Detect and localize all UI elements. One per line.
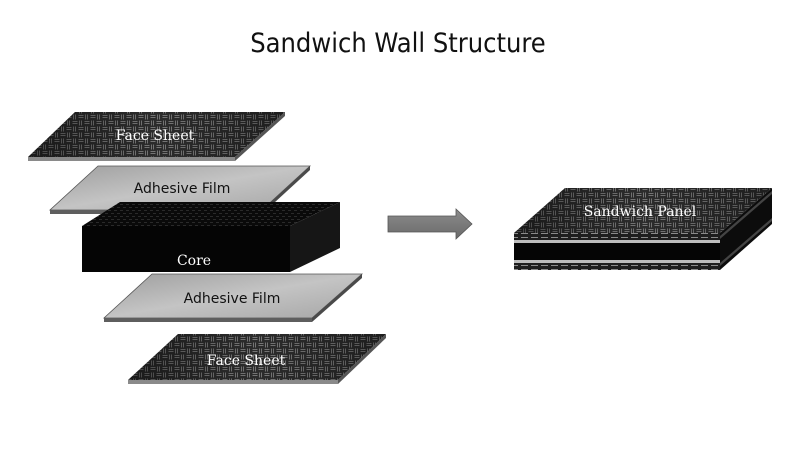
bottom-face-sheet-label: Face Sheet <box>207 353 286 369</box>
bottom-adhesive-film-layer: Adhesive Film <box>102 273 364 322</box>
right-arrow-icon <box>387 208 473 240</box>
core-label: Core <box>177 253 211 269</box>
diagram-title: Sandwich Wall Structure <box>250 28 546 59</box>
sandwich-panel: Sandwich Panel <box>514 188 772 270</box>
core-layer: Core <box>82 202 340 272</box>
top-adhesive-film-layer: Adhesive Film <box>48 165 312 214</box>
top-face-sheet-label: Face Sheet <box>116 128 195 144</box>
sandwich-panel-label: Sandwich Panel <box>584 204 697 220</box>
bottom-adhesive-film-label: Adhesive Film <box>184 291 281 307</box>
top-face-sheet-layer: Face Sheet <box>28 112 285 161</box>
bottom-face-sheet-layer: Face Sheet <box>128 334 386 384</box>
top-adhesive-film-label: Adhesive Film <box>134 181 231 197</box>
